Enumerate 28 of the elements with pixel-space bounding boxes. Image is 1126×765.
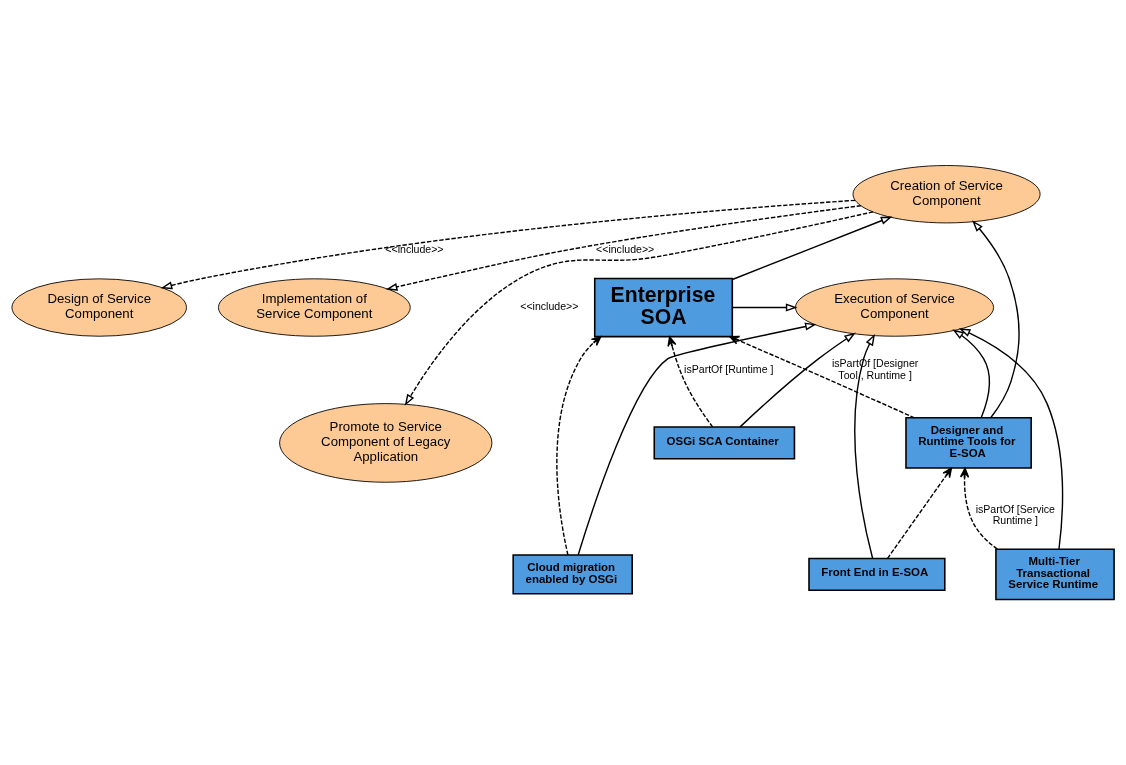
- arrow: [731, 303, 798, 312]
- arrow: [958, 328, 1064, 550]
- node-box: Multi-Tier Transactional Service Runtime: [995, 548, 1115, 601]
- arrow: [739, 332, 856, 428]
- node-ellipse: Implementation of Service Component: [218, 278, 411, 337]
- arrow: [556, 336, 602, 556]
- node-box: Cloud migration enabled by OSGi: [512, 554, 633, 595]
- edge-label: isPartOf [Runtime ]: [684, 362, 774, 375]
- arrow: [731, 216, 893, 281]
- edge-label: <<include>>: [520, 300, 579, 313]
- edge-label: <<include>>: [385, 243, 444, 256]
- arrow: [854, 333, 875, 559]
- arrow: [160, 199, 856, 290]
- edge-label: <<include>>: [596, 243, 655, 256]
- arrow: [385, 205, 862, 291]
- arrow: [577, 322, 817, 556]
- node-ellipse: Promote to Service Component of Legacy Application: [279, 403, 493, 483]
- arrow: [886, 467, 953, 560]
- edge-label: isPartOf [Service Runtime ]: [975, 502, 1056, 527]
- arrow: [959, 467, 998, 550]
- node-box: Front End in E-SOA: [808, 557, 946, 591]
- arrow: [667, 336, 714, 428]
- node-box: Enterprise SOA: [593, 277, 734, 338]
- node-box: Designer and Runtime Tools for E-SOA: [905, 417, 1032, 469]
- node-box: OSGi SCA Container: [653, 426, 796, 460]
- arrow: [972, 220, 1020, 419]
- arrow: [404, 211, 874, 406]
- arrow: [952, 329, 991, 419]
